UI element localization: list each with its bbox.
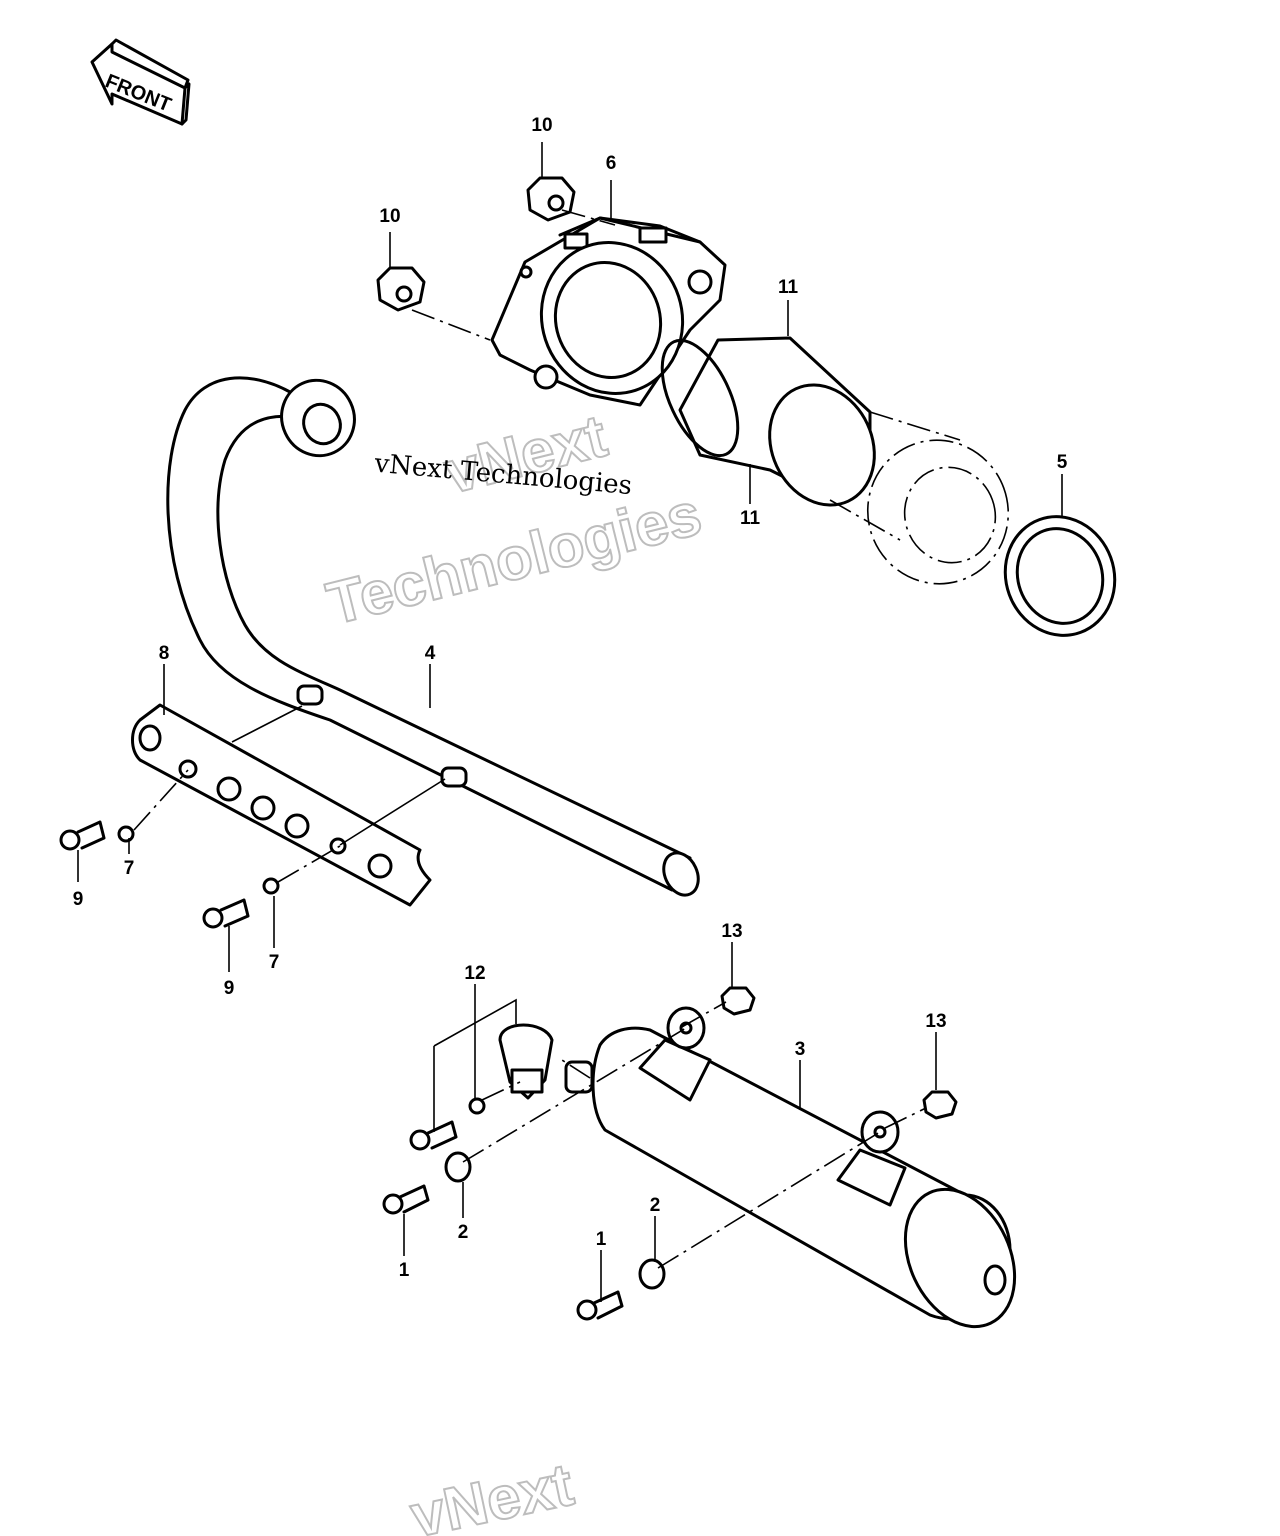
clamp-washer	[468, 1097, 486, 1115]
assembly-lines	[133, 209, 927, 1269]
callout-10b: 10	[379, 206, 400, 227]
muffler-clamp	[498, 1023, 554, 1100]
muffler-washer-front	[444, 1151, 472, 1183]
front-arrow-icon: FRONT	[90, 38, 191, 126]
exhaust-flange	[490, 216, 727, 407]
callout-1b: 1	[596, 1229, 607, 1250]
callout-5: 5	[1057, 452, 1068, 473]
heat-guard-washer-upper	[117, 825, 135, 843]
callout-3: 3	[795, 1039, 806, 1060]
muffler-nut-front	[720, 986, 756, 1016]
callout-6: 6	[606, 153, 617, 174]
callout-4: 4	[425, 643, 436, 664]
flange-nut-upper	[526, 176, 576, 222]
callout-7b: 7	[269, 952, 280, 973]
heat-guard-screw-upper	[59, 820, 106, 851]
muffler-nut-rear	[922, 1090, 958, 1120]
callout-9a: 9	[73, 889, 84, 910]
watermark: vNext Technologies vNext Technologies vN…	[320, 401, 709, 1536]
callout-11a: 11	[778, 277, 799, 298]
heat-guard-screw-lower	[202, 898, 250, 929]
callout-2a: 2	[458, 1222, 469, 1243]
watermark-outline-bottom: Technologies	[321, 480, 708, 637]
exhaust-port-outline	[866, 439, 1010, 585]
callout-8: 8	[159, 643, 170, 664]
callout-numbers: 10 6 10 11 11 5 4 8 7 9 7 9 13 13 3 12 2…	[73, 115, 1068, 1281]
muffler-bolt-rear	[576, 1290, 624, 1321]
callout-10a: 10	[531, 115, 552, 136]
exhaust-gasket-sleeve	[660, 336, 961, 541]
callout-1a: 1	[399, 1260, 410, 1281]
leader-lines	[77, 142, 1063, 1302]
callout-7a: 7	[124, 858, 135, 879]
muffler	[564, 1006, 1017, 1329]
callout-2b: 2	[650, 1195, 661, 1216]
heat-guard-washer-lower	[262, 877, 280, 895]
exhaust-gasket-ring	[1003, 515, 1117, 637]
watermark-outline-footer: vNext	[405, 1451, 579, 1536]
flange-nut-lower	[376, 266, 426, 312]
callout-12: 12	[464, 963, 485, 984]
muffler-washer-rear	[638, 1258, 666, 1290]
exhaust-pipe	[166, 376, 700, 897]
callout-13a: 13	[721, 921, 742, 942]
muffler-bolt-front	[382, 1184, 430, 1215]
clamp-bolt	[409, 1120, 458, 1151]
heat-guard	[131, 703, 446, 907]
callout-11b: 11	[740, 508, 761, 529]
callout-9b: 9	[224, 978, 235, 999]
callout-13b: 13	[925, 1011, 946, 1032]
